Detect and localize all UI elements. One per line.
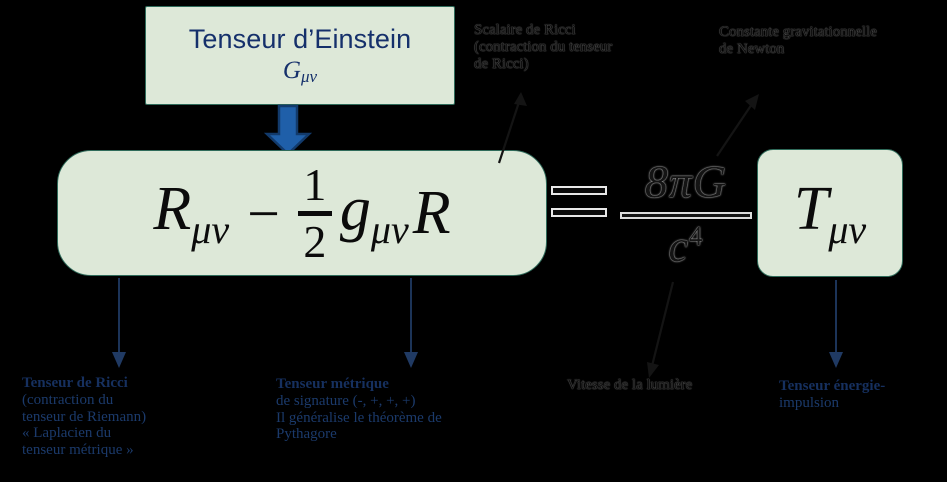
label-ricci-tensor-line-2: (contraction du — [22, 391, 114, 408]
einstein-tensor-title: Tenseur d’Einstein — [188, 24, 412, 54]
fraction-denominator: 2 — [303, 215, 327, 267]
fraction-numerator: 1 — [303, 158, 327, 210]
label-stress-energy-line-1: Tenseur énergie- — [779, 378, 886, 394]
ricci-tensor-term: Rμν — [153, 174, 229, 253]
label-metric-tensor-line-4: Pythagore — [276, 426, 337, 443]
label-metric-tensor-line-2: de signature (-, +, +, +) — [276, 392, 416, 409]
stress-energy-tensor-symbol: Tμν — [794, 174, 866, 253]
label-newton-constant-line-1: Constante gravitationnelle — [719, 24, 877, 40]
equals-bar-top — [551, 186, 607, 195]
right-fraction-bar — [620, 211, 752, 219]
equals-bar-bottom — [551, 208, 607, 217]
einstein-tensor-symbol-base: G — [282, 57, 301, 84]
ricci-tensor-subscript: μν — [191, 206, 230, 252]
stress-energy-tensor-box: Tμν — [757, 149, 903, 277]
label-ricci-tensor-line-5: tenseur métrique » — [22, 442, 134, 459]
metric-tensor-term: gμν — [340, 174, 409, 253]
einstein-equation-left-box: Rμν − 1 2 gμν R — [57, 150, 547, 276]
fraction-denominator-c4: c4 — [668, 221, 703, 272]
label-ricci-scalar: Scalaire de Ricci (contraction du tenseu… — [474, 22, 612, 72]
leader-ricci-tensor — [112, 278, 126, 368]
label-ricci-tensor-line-1: Tenseur de Ricci — [22, 375, 128, 391]
label-metric-tensor: Tenseur métrique de signature (-, +, +, … — [276, 376, 442, 443]
ricci-scalar-term: R — [412, 178, 451, 247]
ricci-tensor-base: R — [153, 174, 192, 243]
metric-tensor-subscript: μν — [370, 206, 409, 252]
label-stress-energy: Tenseur énergie- impulsion — [779, 378, 885, 412]
fraction-bar — [297, 210, 332, 216]
label-metric-tensor-line-3: Il généralise le théorème de — [276, 409, 442, 426]
stress-tensor-base: T — [793, 174, 829, 243]
label-ricci-tensor-line-3: tenseur de Riemann) — [22, 408, 147, 425]
label-ricci-tensor-line-4: « Laplacien du — [22, 425, 112, 442]
equals-sign — [551, 186, 607, 224]
leader-newton-constant — [716, 94, 759, 157]
fraction-numerator-8piG: 8πG — [644, 155, 728, 207]
label-newton-constant: Constante gravitationnelle de Newton — [719, 24, 877, 58]
one-half-fraction: 1 2 — [297, 158, 332, 267]
leader-light-speed — [647, 281, 675, 378]
label-ricci-scalar-line-3: de Ricci) — [474, 55, 529, 72]
leader-metric-tensor — [404, 278, 418, 368]
metric-tensor-base: g — [339, 174, 371, 243]
leader-ricci-scalar — [497, 92, 527, 164]
einstein-tensor-title-box: Tenseur d’Einstein Gμν — [145, 6, 455, 105]
label-ricci-scalar-line-1: Scalaire de Ricci — [474, 22, 576, 38]
right-side-fraction: 8πG c4 — [612, 142, 760, 284]
einstein-equation-left-expression: Rμν − 1 2 gμν R — [153, 158, 451, 267]
label-light-speed-line-1: Vitesse de la lumière — [567, 377, 693, 393]
minus-operator: − — [247, 180, 280, 246]
label-stress-energy-line-2: impulsion — [779, 394, 840, 411]
label-newton-constant-line-2: de Newton — [719, 40, 785, 57]
label-ricci-scalar-line-2: (contraction du tenseur — [474, 38, 613, 55]
einstein-tensor-symbol: Gμν — [283, 57, 317, 87]
leader-stress-energy — [829, 280, 843, 368]
einstein-tensor-symbol-subscript: μν — [300, 67, 318, 86]
down-arrow-icon — [263, 104, 313, 156]
stress-tensor-subscript: μν — [828, 206, 867, 252]
label-ricci-tensor: Tenseur de Ricci (contraction du tenseur… — [22, 375, 146, 459]
light-speed-exponent: 4 — [689, 220, 704, 251]
light-speed-symbol: c — [668, 221, 690, 271]
label-metric-tensor-line-1: Tenseur métrique — [276, 376, 389, 392]
label-light-speed: Vitesse de la lumière — [567, 377, 692, 394]
